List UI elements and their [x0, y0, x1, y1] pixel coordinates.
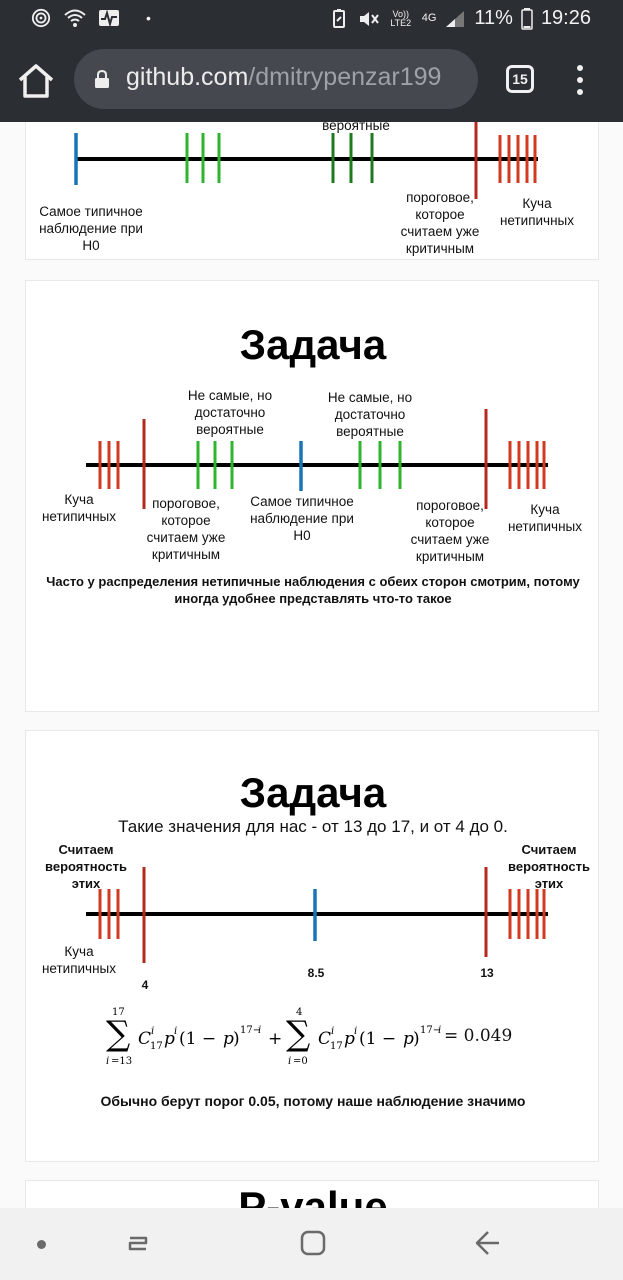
marks-atypical-right: [508, 889, 546, 939]
signal-icon: [446, 10, 465, 27]
svg-text:C: C: [138, 1029, 151, 1049]
recent-apps-icon[interactable]: [124, 1230, 152, 1258]
marks-atypical: [498, 135, 537, 183]
label-count-left: Считаем вероятность этих: [45, 842, 127, 891]
tick-right: 13: [480, 966, 494, 980]
svg-text:): ): [413, 1029, 420, 1049]
page-content: вероятные Самое типичное наблюдение при …: [0, 122, 623, 1208]
url-text[interactable]: github.com/dmitrypenzar199: [126, 63, 441, 92]
calculation-diagram: [86, 867, 548, 963]
label-typical: Самое типичное наблюдение при Н0: [250, 494, 354, 543]
clock: 19:26: [540, 7, 591, 29]
slide-title: P-value: [238, 1183, 388, 1208]
label-typical: Самое типичное наблюдение при Н0: [39, 204, 143, 253]
svg-text:p: p: [344, 1029, 355, 1049]
svg-text:17: 17: [330, 1041, 343, 1052]
network-type: 4G: [421, 12, 437, 24]
svg-text:): ): [233, 1029, 240, 1049]
slide-one-sided: вероятные Самое типичное наблюдение при …: [25, 122, 599, 260]
svg-text:i: i: [174, 1026, 177, 1037]
more-vert-icon[interactable]: [572, 64, 588, 96]
svg-text:i: i: [331, 1026, 334, 1037]
battery-icon: [521, 7, 533, 30]
label-atypical-left: Куча нетипичных: [41, 492, 117, 524]
svg-text:17−: 17−: [420, 1025, 441, 1036]
svg-text:=13: =13: [111, 1056, 132, 1067]
svg-text:17: 17: [150, 1041, 163, 1052]
label-probable-right: Не самые, но достаточно вероятные: [327, 390, 413, 439]
battery-saver-icon: [332, 8, 345, 28]
label-threshold-left: пороговое, которое считаем уже критичным: [146, 496, 226, 562]
tick-center: 8.5: [307, 966, 325, 980]
home-icon[interactable]: [16, 62, 56, 100]
nav-dot-icon: [37, 1240, 46, 1249]
marks-atypical-right: [508, 441, 546, 489]
svg-text:p: p: [164, 1029, 175, 1049]
svg-text:i: i: [288, 1056, 291, 1067]
marks-atypical-left: [98, 441, 120, 489]
address-bar[interactable]: github.com/dmitrypenzar199: [74, 49, 478, 109]
svg-text:C: C: [318, 1029, 331, 1049]
slide-note: Обычно берут порог 0.05, потому наше наб…: [100, 1093, 526, 1109]
label-atypical: Куча нетипичных: [499, 196, 575, 228]
browser-toolbar: github.com/dmitrypenzar199 15: [0, 38, 623, 122]
slide-p-value: P-value: [25, 1180, 599, 1208]
label-atypical-right: Куча нетипичных: [507, 502, 583, 534]
slide-title: Задача: [239, 321, 387, 368]
label-probable-left: Не самые, но достаточно вероятные: [187, 388, 273, 437]
slide-note: Часто у распределения нетипичные наблюде…: [46, 574, 580, 606]
url-domain: github.com: [126, 63, 249, 91]
svg-text:(1 −: (1 −: [359, 1029, 396, 1049]
svg-text:+: +: [268, 1029, 282, 1049]
slide-subtitle: Такие значения для нас - от 13 до 17, и …: [118, 817, 508, 836]
spiral-icon: [31, 8, 51, 28]
marks-atypical-left: [98, 889, 120, 939]
svg-text:p: p: [223, 1029, 234, 1049]
tab-switcher-button[interactable]: 15: [506, 65, 534, 93]
label-count-right: Считаем вероятность этих: [508, 842, 590, 891]
svg-text:17−: 17−: [240, 1025, 261, 1036]
two-sided-diagram: [86, 409, 548, 509]
svg-text:4: 4: [296, 1007, 302, 1018]
battery-percent: 11%: [474, 7, 513, 29]
label-threshold-right: пороговое, которое считаем уже критичным: [410, 498, 490, 564]
marks-probable-left: [196, 441, 234, 489]
svg-text:∑: ∑: [106, 1014, 130, 1054]
system-nav-bar: [0, 1208, 623, 1280]
marks-probable-dark: [331, 133, 374, 183]
mute-icon: [359, 11, 379, 26]
label-atypical: Куча нетипичных: [41, 944, 117, 976]
tick-left: 4: [141, 978, 149, 992]
label-threshold: пороговое, которое считаем уже критичным: [400, 190, 480, 256]
svg-text:p: p: [403, 1029, 414, 1049]
activity-icon: [99, 9, 119, 28]
slide-title: Задача: [239, 769, 387, 816]
svg-text:(1 −: (1 −: [179, 1029, 216, 1049]
one-sided-diagram: [74, 122, 538, 199]
svg-text:i: i: [354, 1026, 357, 1037]
wifi-icon: [64, 9, 86, 27]
home-nav-icon[interactable]: [298, 1228, 328, 1258]
svg-text:i: i: [258, 1025, 261, 1036]
svg-text:i: i: [438, 1025, 441, 1036]
formula-result: = 0.049: [444, 1026, 513, 1046]
notification-dot-icon: •: [146, 10, 151, 26]
svg-text:=0: =0: [293, 1056, 308, 1067]
back-icon[interactable]: [472, 1228, 502, 1258]
probability-formula: 17 ∑ i=13 C i 17 p i (1 − p ) 17−i + 4 ∑…: [106, 1007, 441, 1067]
status-bar: • Vo)) LTE2 4G 11% 19:26: [0, 0, 623, 38]
slide-calculation: Задача Такие значения для нас - от 13 до…: [25, 730, 599, 1162]
svg-text:i: i: [106, 1056, 109, 1067]
svg-text:i: i: [151, 1026, 154, 1037]
svg-text:17: 17: [112, 1007, 125, 1018]
lock-icon: [95, 69, 109, 88]
marks-probable-right: [358, 441, 402, 489]
volte-indicator: Vo)) LTE2: [390, 8, 412, 28]
marks-probable: [185, 133, 221, 183]
slide-two-sided: Задача Не самые, но достаточно вероятные…: [25, 280, 599, 712]
url-path: /dmitrypenzar199: [248, 63, 442, 91]
svg-text:∑: ∑: [286, 1014, 310, 1054]
label-probable: вероятные: [322, 122, 390, 133]
